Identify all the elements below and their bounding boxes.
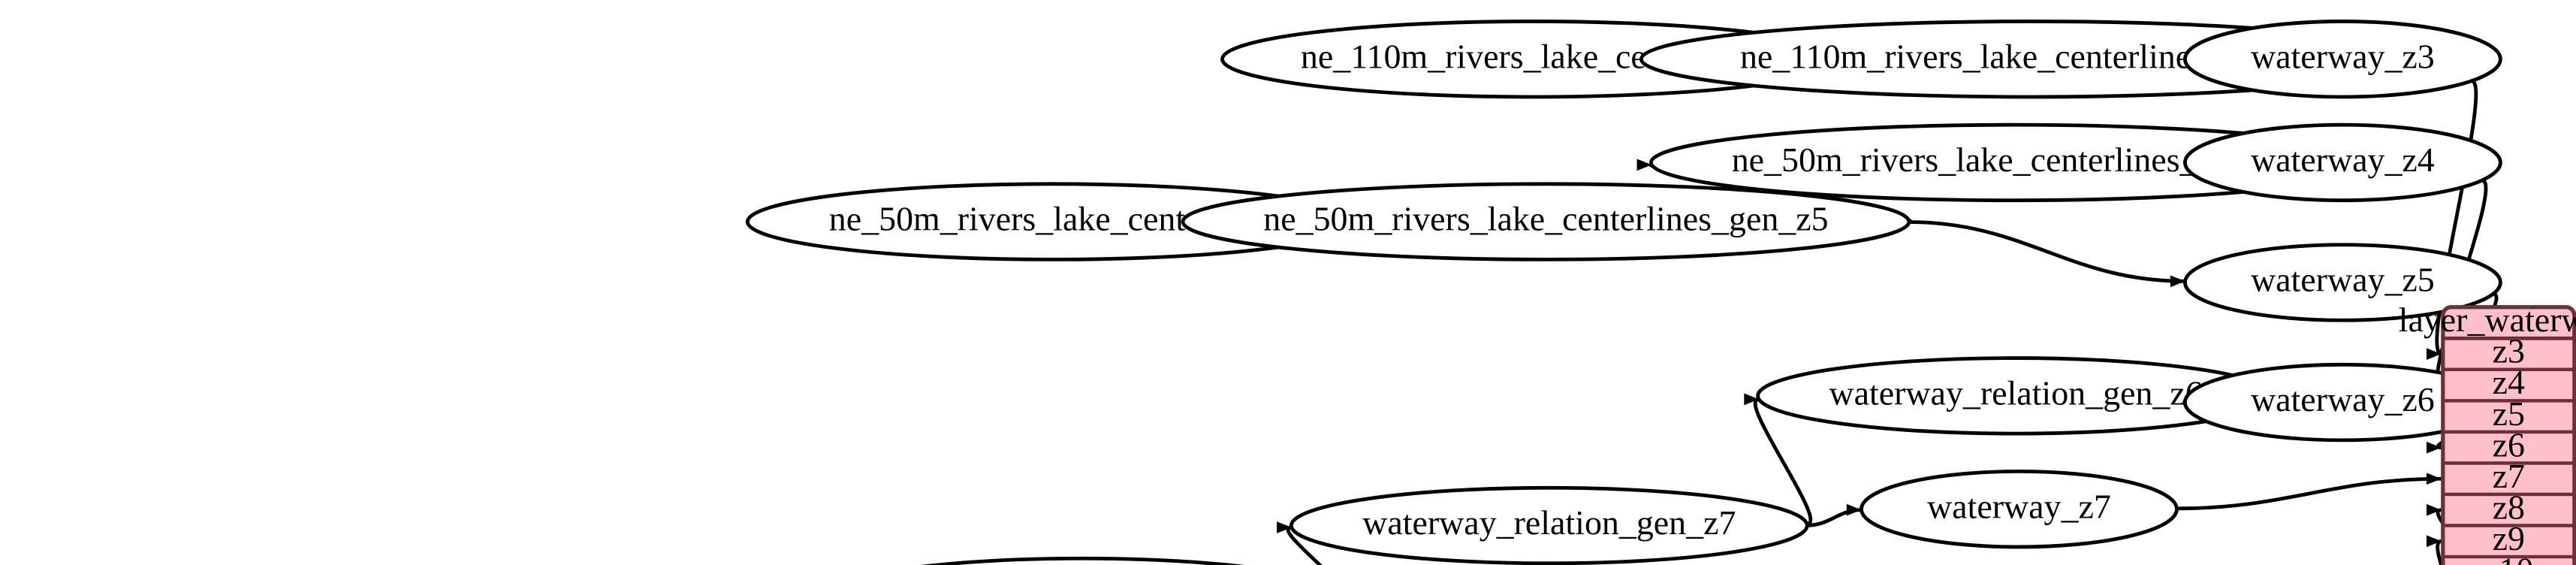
table-row-label-z5: z5 bbox=[2493, 394, 2525, 433]
node-label: waterway_relation_gen_z6 bbox=[1829, 373, 2202, 412]
node-waterway_relation_gen_z7[interactable]: waterway_relation_gen_z7 bbox=[1290, 485, 1809, 565]
node-waterway_z7[interactable]: waterway_z7 bbox=[1860, 469, 2179, 549]
node-waterway_relation_gen_z8[interactable]: waterway_relation_gen_z8 bbox=[825, 556, 1341, 565]
arrowhead bbox=[1846, 503, 1862, 516]
layer-waterway-table: z3z4z5z6z7z8z9z10z11z12z13z14+layer_wate… bbox=[2399, 301, 2576, 565]
arrowhead bbox=[1636, 159, 1652, 171]
node-label: waterway_z5 bbox=[2251, 261, 2435, 299]
node-ellipse bbox=[920, 556, 1245, 565]
node-waterway_z4[interactable]: waterway_z4 bbox=[2182, 122, 2502, 203]
table-header-label: layer_waterway bbox=[2399, 301, 2576, 339]
node-ellipse bbox=[1290, 485, 1809, 565]
table-outline bbox=[2441, 305, 2576, 565]
table-row-label-z9: z9 bbox=[2493, 519, 2525, 557]
node-ellipse bbox=[2182, 243, 2502, 322]
node-waterway_z3[interactable]: waterway_z3 bbox=[2182, 20, 2502, 99]
node-ne_50m_rivers_lake_centerlines_gen_z5[interactable]: ne_50m_rivers_lake_centerlines_gen_z5 bbox=[1181, 182, 1911, 261]
arrowhead bbox=[2426, 535, 2442, 548]
table-row-label-z10: z10 bbox=[2484, 550, 2533, 565]
node-label: waterway_relation_gen_z7 bbox=[1362, 503, 1736, 542]
table-row-label-z7: z7 bbox=[2493, 457, 2525, 495]
arrowhead bbox=[2426, 348, 2442, 360]
node-waterway_z6[interactable]: waterway_z6 bbox=[2182, 362, 2502, 443]
node-ellipse bbox=[2182, 122, 2502, 203]
arrowhead bbox=[2426, 503, 2442, 516]
arrowhead bbox=[1744, 393, 1760, 406]
edge-waterway_relation_gen_z8-to-waterway_relation_gen_z7 bbox=[1286, 525, 1323, 565]
edge-waterway_relation_gen_z7-to-waterway_relation_gen_z6 bbox=[1753, 397, 1813, 526]
arrowhead bbox=[2426, 473, 2442, 485]
arrowhead bbox=[1277, 521, 1292, 533]
table-row-label-z8: z8 bbox=[2493, 488, 2525, 526]
node-ellipse bbox=[1860, 469, 2179, 549]
nodes-layer: imposm3osm_waterway_relationosm_waterway… bbox=[745, 20, 2502, 565]
table-row-label-z6: z6 bbox=[2493, 425, 2525, 464]
table-row-z5[interactable] bbox=[2441, 399, 2576, 434]
edge-waterway_z3-to-layer_waterway-z3 bbox=[2435, 79, 2478, 356]
node-label: waterway_z7 bbox=[1927, 487, 2111, 525]
table-row-z10[interactable] bbox=[2441, 554, 2576, 565]
node-label: waterway_z4 bbox=[2251, 140, 2435, 179]
node-ellipse bbox=[2182, 20, 2502, 99]
arrowhead bbox=[2170, 275, 2185, 288]
table-row-label-z4: z4 bbox=[2493, 363, 2525, 401]
node-ne_50m_rivers_lake_centerlines_gen_z4[interactable]: ne_50m_rivers_lake_centerlines_gen_z4 bbox=[1649, 122, 2379, 203]
node-waterway_z5[interactable]: waterway_z5 bbox=[2182, 243, 2502, 322]
node-label: ne_50m_rivers_lake_centerlines_gen_z5 bbox=[1263, 200, 1828, 238]
node-label: waterway_z6 bbox=[2251, 380, 2435, 418]
node-label: waterway_z3 bbox=[2251, 37, 2435, 75]
arrowhead bbox=[2426, 441, 2442, 454]
node-ne_50m_rivers_lake_centerlines[interactable]: ne_50m_rivers_lake_centerlines bbox=[745, 182, 1361, 261]
node-ellipse bbox=[1181, 182, 1911, 261]
edge-waterway_z7-to-layer_waterway-z7 bbox=[2176, 476, 2442, 511]
edge-waterway_z9-to-layer_waterway-z9 bbox=[2436, 539, 2444, 565]
edge-ne_50m_rivers_lake_centerlines_gen_z5-to-waterway_z5 bbox=[1908, 220, 2185, 283]
